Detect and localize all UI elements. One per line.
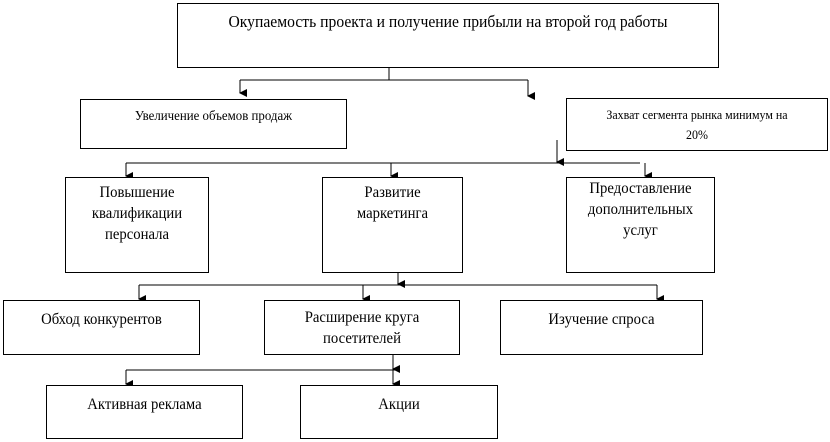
node-advertising: Активная реклама xyxy=(46,385,243,439)
node-market: Захват сегмента рынка минимум на 20% xyxy=(566,98,828,151)
node-promotions-label: Акции xyxy=(378,396,420,413)
node-demand: Изучение спроса xyxy=(500,300,703,355)
node-goal: Окупаемость проекта и получение прибыли … xyxy=(177,3,719,68)
node-advertising-label: Активная реклама xyxy=(87,396,202,413)
node-marketing-label: Развитие маркетинга xyxy=(356,184,429,222)
node-sales: Увеличение объемов продаж xyxy=(80,99,347,149)
node-staff-label: Повышение квалификации персонала xyxy=(91,184,183,243)
node-sales-label: Увеличение объемов продаж xyxy=(134,109,293,124)
node-visitors-label: Расширение круга посетителей xyxy=(304,309,420,347)
node-marketing: Развитие маркетинга xyxy=(322,177,463,273)
node-promotions: Акции xyxy=(300,385,498,439)
node-services-label: Предоставление дополнительных услуг xyxy=(587,180,694,239)
node-competitors: Обход конкурентов xyxy=(3,300,200,355)
node-competitors-label: Обход конкурентов xyxy=(41,311,162,328)
node-goal-label: Окупаемость проекта и получение прибыли … xyxy=(228,12,668,31)
node-visitors: Расширение круга посетителей xyxy=(264,300,460,355)
node-services: Предоставление дополнительных услуг xyxy=(566,177,715,273)
node-market-label: Захват сегмента рынка минимум на 20% xyxy=(606,107,788,142)
node-staff: Повышение квалификации персонала xyxy=(65,177,209,273)
node-demand-label: Изучение спроса xyxy=(548,311,655,328)
